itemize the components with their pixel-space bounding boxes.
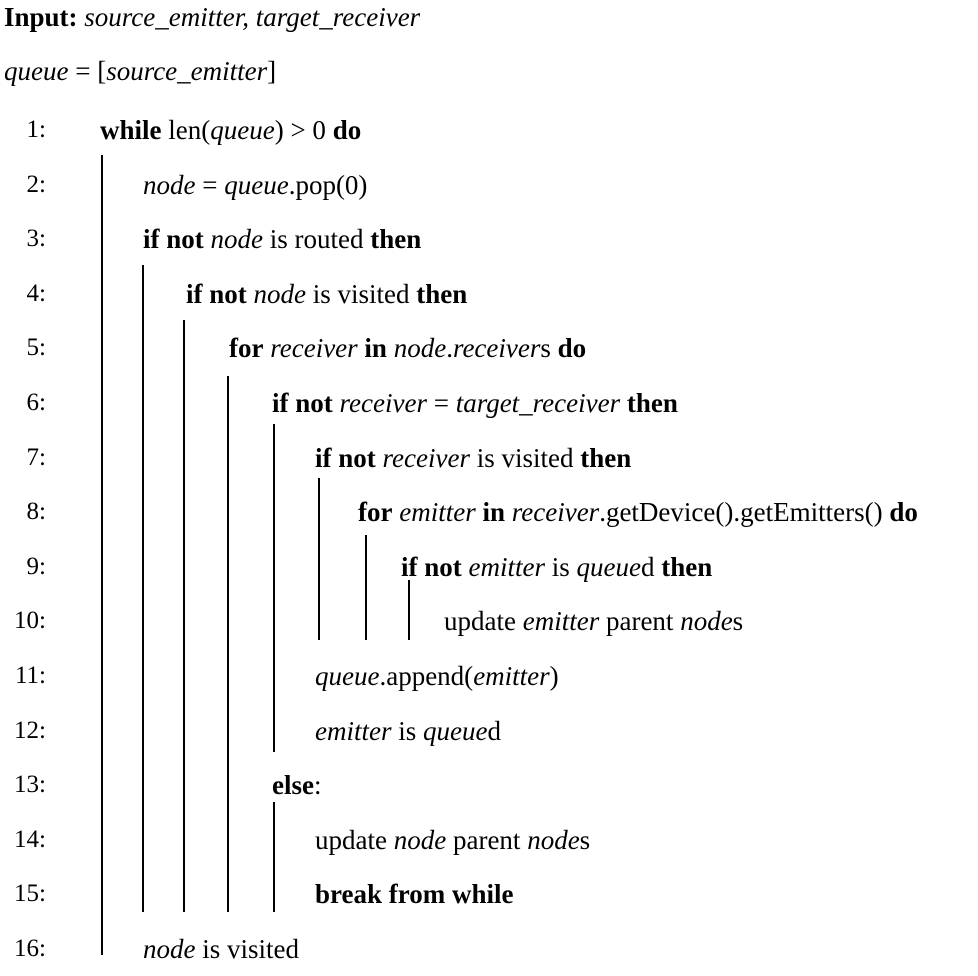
code-line: 15: break from while	[0, 867, 978, 921]
line-statement: if not receiver = target_receiver then	[272, 388, 678, 418]
code-line: 3: if not node is routed then	[0, 212, 978, 266]
guide-else	[273, 802, 275, 912]
line-statement: node = queue.pop(0)	[143, 169, 368, 200]
code-line: 9: if not emitter is queued then	[0, 540, 978, 594]
guide-if-target	[273, 424, 275, 752]
line-statement: if not node is routed then	[143, 224, 422, 255]
line-number: 10:	[14, 607, 46, 635]
algorithm-init-line: queue = [source_emitter]	[4, 56, 276, 86]
code-line: 11: queue.append(emitter)	[0, 649, 978, 703]
code-line: 2: node = queue.pop(0)	[0, 158, 978, 212]
line-statement: emitter is queued	[315, 715, 501, 746]
code-line: 10: update emitter parent nodes	[0, 594, 978, 648]
line-number: 3:	[26, 225, 46, 253]
code-line: 7: if not receiver is visited then	[0, 431, 978, 485]
guide-if-visited	[183, 320, 185, 912]
line-statement: while len(queue) > 0 do	[100, 115, 362, 145]
line-number: 9:	[26, 552, 46, 580]
line-statement: else:	[272, 770, 322, 801]
code-line: 5: for receiver in node.receivers do	[0, 321, 978, 375]
line-number: 4:	[26, 279, 46, 307]
code-line: 16: node is visited	[0, 922, 978, 976]
line-number: 16:	[14, 935, 46, 962]
input-label: Input:	[4, 2, 78, 32]
input-parameters: source_emitter, target_receiver	[84, 2, 421, 32]
line-statement: if not emitter is queued then	[401, 551, 713, 582]
line-statement: if not receiver is visited then	[315, 442, 632, 473]
init-value: source_emitter	[106, 56, 268, 86]
guide-if-queued	[408, 580, 410, 640]
guide-for-emitter	[365, 535, 367, 640]
line-number: 7:	[26, 443, 46, 471]
line-number: 12:	[14, 716, 46, 744]
guide-while	[101, 155, 103, 955]
code-line: 12: emitter is queued	[0, 704, 978, 758]
line-statement: for receiver in node.receivers do	[229, 333, 587, 364]
init-bracket-close: ]	[267, 56, 277, 86]
line-number: 14:	[14, 825, 46, 853]
line-number: 13:	[14, 771, 46, 799]
line-number: 11:	[14, 662, 46, 689]
line-number: 1:	[26, 116, 46, 143]
line-number: 2:	[26, 170, 46, 198]
init-assign: = [	[68, 56, 107, 86]
code-line: 13: else:	[0, 758, 978, 812]
code-line: 6: if not receiver = target_receiver then	[0, 376, 978, 430]
line-statement: node is visited	[143, 934, 299, 964]
line-statement: break from while	[315, 879, 514, 910]
line-number: 8:	[26, 498, 46, 526]
line-number: 6:	[26, 389, 46, 416]
line-number: 5:	[26, 334, 46, 362]
line-statement: update emitter parent nodes	[444, 606, 744, 637]
line-statement: if not node is visited then	[186, 278, 468, 309]
line-statement: update node parent nodes	[315, 824, 591, 855]
algorithm-input-line: Input: source_emitter, target_receiver	[4, 2, 420, 32]
guide-for-receiver	[227, 376, 229, 912]
line-statement: for emitter in receiver.getDevice().getE…	[358, 497, 918, 528]
code-line: 8: for emitter in receiver.getDevice().ge…	[0, 485, 978, 539]
guide-if-rcv-visited	[318, 478, 320, 640]
line-statement: queue.append(emitter)	[315, 661, 559, 691]
guide-if-routed	[142, 265, 144, 912]
init-variable: queue	[4, 56, 69, 86]
code-line: 4: if not node is visited then	[0, 267, 978, 321]
code-line: 1: while len(queue) > 0 do	[0, 103, 978, 157]
line-number: 15:	[14, 880, 46, 908]
code-line: 14: update node parent nodes	[0, 813, 978, 867]
